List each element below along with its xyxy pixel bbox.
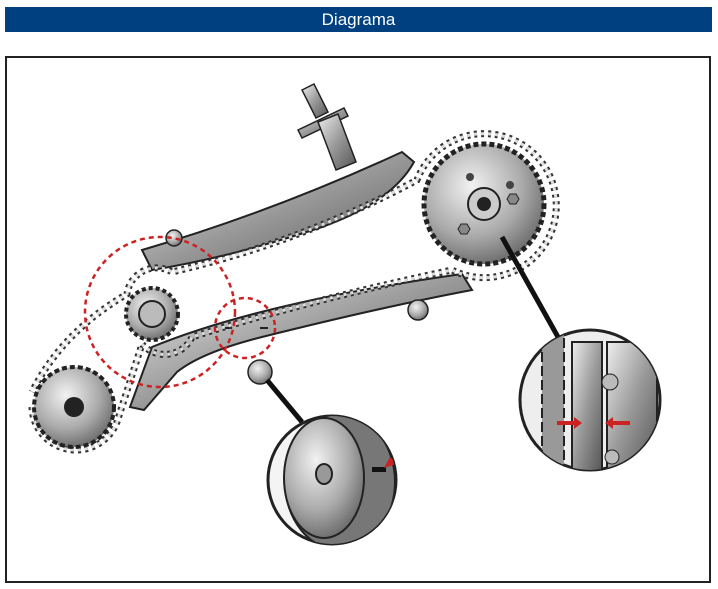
highlight-circle-sprocket bbox=[83, 235, 237, 389]
intermediate-sprocket bbox=[124, 286, 180, 342]
tensioner-rail bbox=[128, 272, 474, 412]
leader-line bbox=[499, 235, 561, 339]
header-title: Diagrama bbox=[5, 7, 712, 32]
camshaft-alignment-detail bbox=[518, 328, 662, 472]
leader-line bbox=[265, 378, 304, 424]
upper-chain-guide bbox=[140, 150, 416, 272]
rail-bolt bbox=[407, 299, 429, 321]
diagram-frame bbox=[5, 56, 711, 583]
camshaft-sprocket bbox=[421, 141, 547, 267]
timing-chain-diagram bbox=[28, 82, 662, 546]
crankshaft-sprocket bbox=[32, 365, 116, 449]
guide-bolt bbox=[165, 229, 183, 247]
rail-pivot bbox=[247, 359, 273, 385]
tensioner-tool bbox=[296, 82, 357, 171]
highlight-circle-marks bbox=[213, 296, 277, 360]
pulley-mark-detail bbox=[266, 414, 398, 546]
